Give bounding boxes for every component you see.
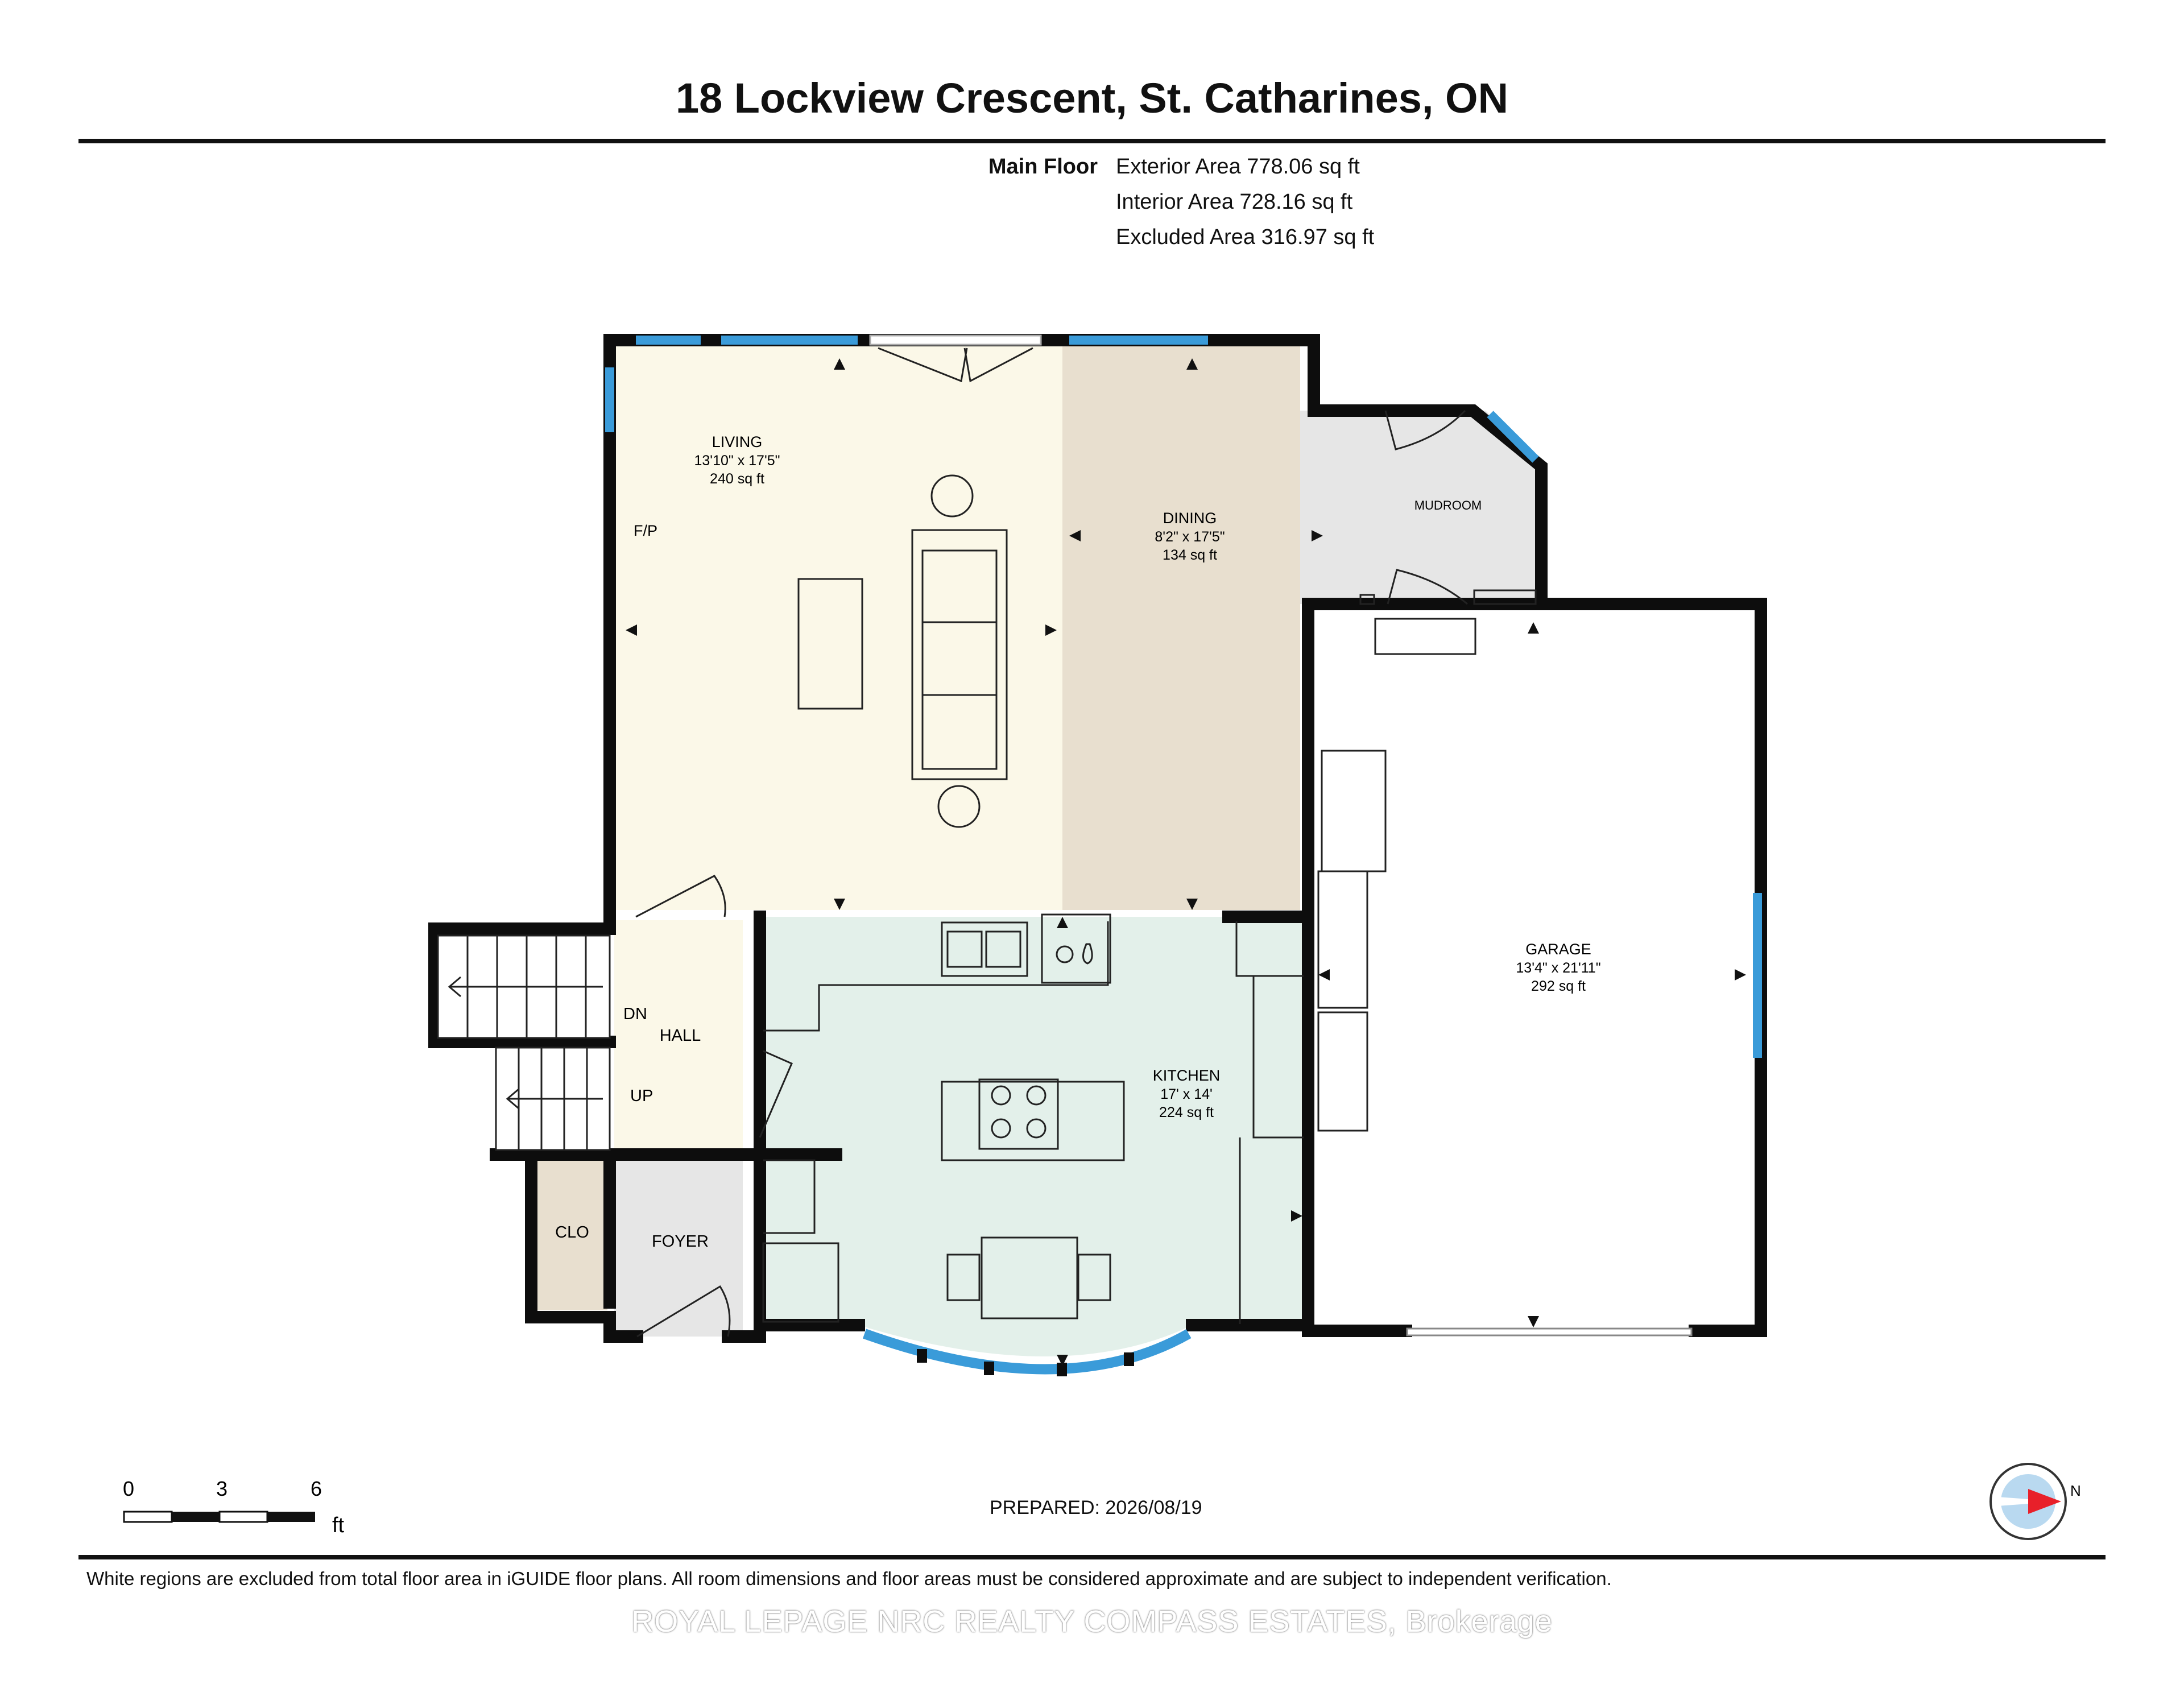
scale-segment-1 [123,1511,173,1523]
windows [605,336,1762,1375]
living-room-fill [610,340,1062,910]
kitchen-area: 224 sq ft [1159,1104,1214,1120]
closet-fill [537,1160,607,1310]
scale-tick-6: 6 [311,1478,322,1500]
foyer-label: FOYER [652,1232,709,1251]
dining-dims: 8'2" x 17'5" [1155,529,1225,545]
exterior-area: Exterior Area 778.06 sq ft [1116,155,1360,179]
disclaimer: White regions are excluded from total fl… [86,1568,1612,1589]
dining-room-fill [1062,340,1300,910]
bay-mullions [917,1349,1134,1376]
dining-label: DINING [1163,510,1217,527]
hall-fill [614,920,743,1151]
garage-label: GARAGE [1525,941,1591,958]
compass-icon: N [1989,1463,2081,1540]
scale-segment-4 [267,1512,315,1522]
brokerage-watermark: ROYAL LEPAGE NRC REALTY COMPASS ESTATES,… [631,1604,1553,1639]
stairs-up [495,1046,611,1151]
mudroom-label: MUDROOM [1414,498,1482,512]
foyer-fill [614,1160,743,1337]
direction-markers [626,358,1746,1366]
excluded-area: Excluded Area 316.97 sq ft [1116,225,1375,249]
doors [635,334,1693,1338]
dining-area: 134 sq ft [1163,547,1217,563]
stairs-down [437,934,611,1039]
prepared-date: PREPARED: 2026/08/19 [990,1497,1202,1519]
page-title: 18 Lockview Crescent, St. Catharines, ON [675,75,1509,122]
scale-segment-3 [218,1511,268,1523]
interior-area: Interior Area 728.16 sq ft [1116,190,1353,214]
scale-segment-2 [172,1512,220,1522]
mudroom-fill [1359,411,1541,604]
scale-tick-0: 0 [123,1478,134,1500]
living-label: LIVING [712,433,763,450]
closet-label: CLO [555,1223,589,1242]
floor-label: Main Floor [988,155,1098,179]
corridor-fill [1300,411,1359,604]
fireplace-label: F/P [634,522,657,539]
furniture [762,474,1537,1324]
garage-dims: 13'4" x 21'11" [1516,960,1600,976]
stairs-down-label: DN [623,1005,647,1023]
title-divider [78,139,2106,143]
compass-north-label: N [2070,1482,2081,1499]
garage-area: 292 sq ft [1531,978,1586,994]
scale-unit: ft [332,1513,345,1537]
footer-divider [78,1555,2106,1559]
scale-tick-3: 3 [216,1478,228,1500]
kitchen-dims: 17' x 14' [1160,1086,1213,1102]
kitchen-label: KITCHEN [1153,1067,1221,1084]
hall-label: HALL [660,1027,701,1045]
living-dims: 13'10" x 17'5" [694,453,780,469]
living-area: 240 sq ft [710,471,764,487]
scale-bar: 0 3 6 ft [123,1478,345,1537]
stairs-up-label: UP [630,1087,653,1105]
